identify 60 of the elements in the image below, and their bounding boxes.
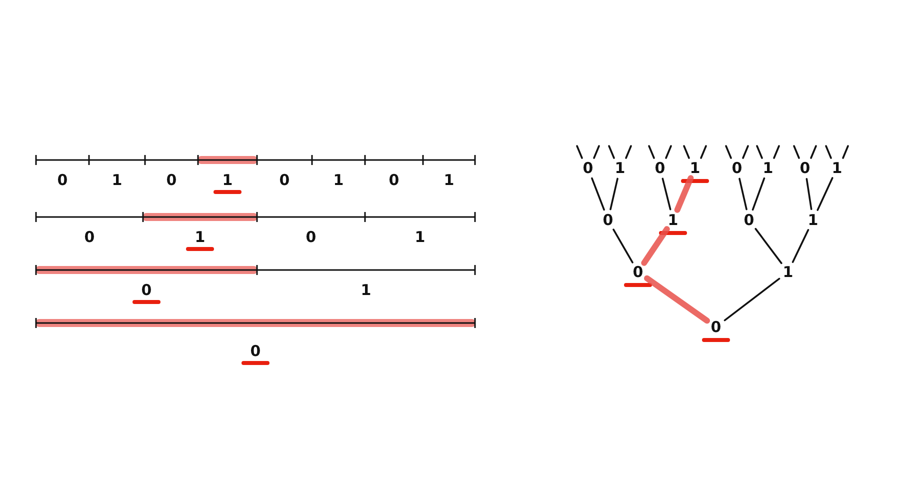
tree-branch (665, 145, 672, 159)
digit-label: 0 (165, 171, 178, 189)
tree-branch (810, 145, 817, 159)
tree-node-digit: 0 (601, 211, 615, 229)
tree-branch (593, 145, 600, 159)
digit-label: 1 (442, 171, 456, 189)
tree-branch (608, 145, 615, 159)
tree-node-digit: 0 (653, 159, 667, 177)
tree-node-digit: 0 (730, 159, 744, 177)
digit-label: 1 (360, 281, 372, 299)
tree-node-digit: 0 (798, 159, 812, 177)
digit-label: 0 (304, 228, 318, 246)
tree-branch (738, 178, 748, 210)
tree-node-digit: 1 (806, 211, 820, 229)
digit-label: 1 (332, 171, 345, 189)
digit-label: 0 (278, 171, 291, 189)
tree-branch (773, 145, 780, 159)
digit-label: 0 (249, 342, 262, 360)
tree-branch (806, 178, 812, 210)
tree-branch (610, 178, 618, 210)
tree-branch (842, 145, 849, 159)
tree-branch (724, 278, 780, 322)
tree-branch (683, 145, 690, 159)
tree-node-digit: 0 (709, 318, 723, 336)
tree-node-digit: 1 (688, 159, 702, 177)
digit-label: 0 (56, 171, 69, 189)
tree-branch (793, 145, 800, 159)
tree-branch (825, 145, 832, 159)
digit-label: 1 (110, 171, 124, 189)
digit-label: 0 (83, 228, 96, 246)
highlighted-branch (641, 226, 670, 266)
digit-label: 1 (194, 228, 206, 246)
tree-branch (752, 177, 766, 211)
tree-branch (612, 228, 634, 264)
highlighted-branch (674, 175, 694, 213)
tree-node-digit: 1 (830, 159, 844, 177)
tree-node-digit: 0 (742, 211, 756, 229)
digit-label: 1 (221, 171, 234, 189)
tree-branch (625, 145, 632, 159)
digit-label: 0 (388, 171, 400, 189)
tree-node-digit: 1 (613, 159, 627, 177)
tree-branch (754, 228, 782, 264)
tree-branch (816, 177, 834, 211)
highlighted-branch (644, 275, 710, 324)
tree-branch (756, 145, 763, 159)
digit-label: 1 (414, 228, 426, 246)
tree-branch (742, 145, 749, 159)
tree-node-digit: 1 (761, 159, 775, 177)
tree-branch (662, 178, 672, 210)
tree-branch (576, 145, 583, 159)
tree-node-digit: 0 (581, 159, 595, 177)
tree-branch (700, 145, 707, 159)
tree-node-digit: 1 (666, 211, 680, 229)
tree-branch (792, 229, 810, 263)
tree-branch (591, 177, 605, 211)
tree-branch (648, 145, 655, 159)
tree-branch (725, 145, 732, 159)
tree-node-digit: 1 (781, 263, 795, 281)
tree-node-digit: 0 (631, 263, 645, 281)
digit-label: 0 (140, 281, 153, 299)
